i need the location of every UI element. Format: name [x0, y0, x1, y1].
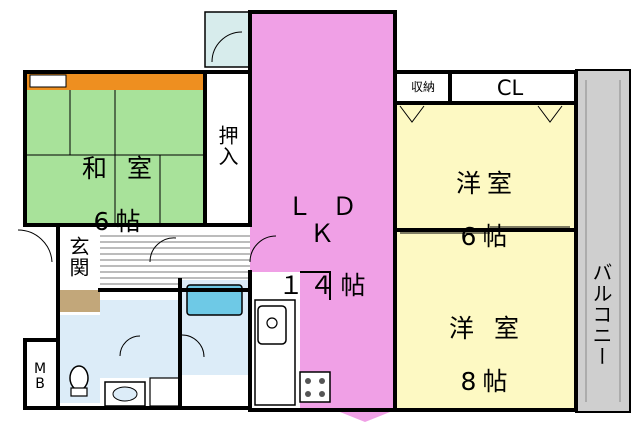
tatami-room-name: 和 室	[82, 154, 158, 184]
sink-icon	[257, 305, 287, 345]
genkan-label: 玄関	[66, 236, 90, 278]
storage-label: 収納	[410, 80, 435, 94]
closet-floor	[450, 72, 576, 103]
tatami-room-label: 和 室 6帖	[70, 130, 170, 235]
closet-label: CL	[496, 76, 524, 100]
bathtub-icon	[186, 284, 243, 316]
western-room-1-name: 洋室	[455, 169, 518, 199]
genkan-floor	[58, 230, 100, 290]
western-room-1-size: 6帖	[460, 221, 514, 251]
ldk-room-name: Ｌ Ｄ Ｋ	[287, 192, 363, 248]
mb-label: M B	[33, 361, 47, 392]
oshiire-label: 押入	[215, 125, 239, 167]
balcony-area	[575, 69, 631, 413]
tatami-room-size: 6帖	[93, 206, 147, 236]
stove-icon	[299, 371, 331, 403]
western-room-2-size: 8帖	[460, 366, 514, 396]
western-room-2-floor	[395, 230, 576, 408]
ldk-room-size: １４帖	[278, 271, 372, 300]
mb-floor	[25, 340, 55, 408]
tokonoma	[25, 72, 205, 90]
western-room-1-label: 洋室 6帖	[437, 145, 537, 250]
western-room-2-label: 洋 室 8帖	[432, 290, 542, 395]
oshiire-floor	[205, 72, 250, 225]
toilet-icon	[69, 365, 89, 391]
balcony-label: バルコニー	[589, 262, 613, 367]
genkan-step	[58, 290, 100, 312]
western-room-2-name: 洋 室	[449, 314, 525, 344]
ldk-label: Ｌ Ｄ Ｋ １４帖	[265, 168, 385, 299]
laundry-icon	[149, 377, 181, 407]
storage-floor	[395, 72, 450, 103]
walls	[23, 10, 578, 412]
ldk-bay	[335, 410, 395, 422]
washroom-floor	[100, 300, 180, 378]
western-room-1-floor	[395, 103, 576, 230]
